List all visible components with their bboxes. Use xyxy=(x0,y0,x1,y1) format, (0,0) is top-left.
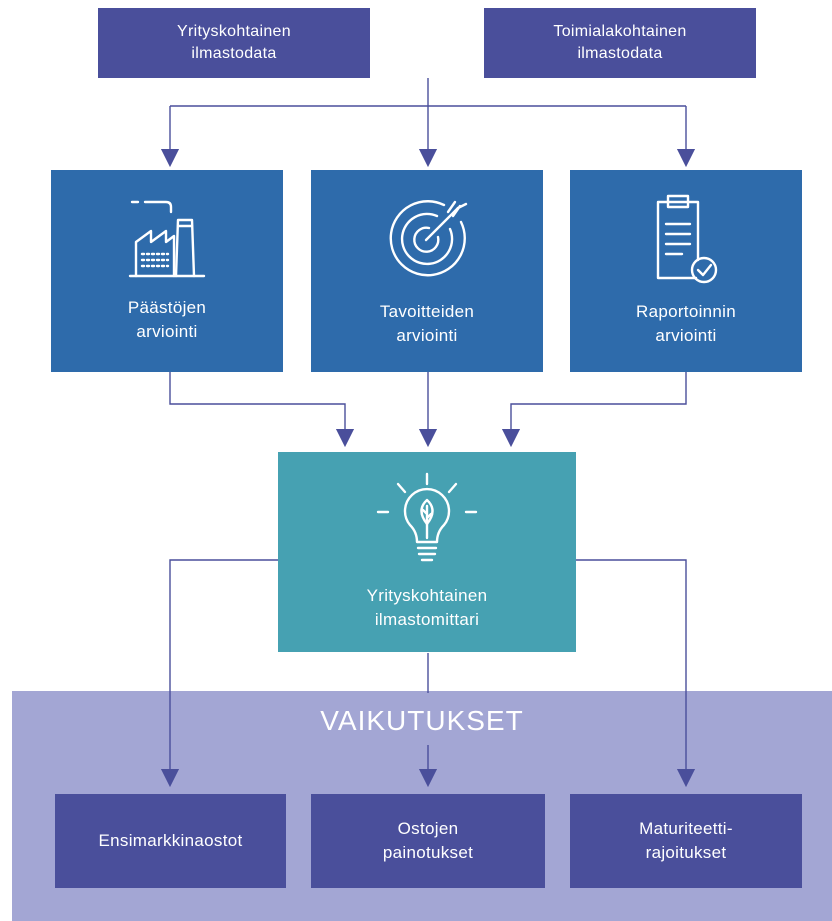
impact-label: Maturiteetti- rajoitukset xyxy=(639,819,733,862)
source-box-industry-data: Toimialakohtainen ilmastodata xyxy=(484,8,756,78)
impact-label: Ensimarkkinaostot xyxy=(98,831,243,850)
impact-label: Ostojen painotukset xyxy=(382,819,474,862)
source-box-company-data: Yrityskohtainen ilmastodata xyxy=(98,8,370,78)
clipboard-check-icon xyxy=(656,194,718,284)
arrow-meter-to-impact-1 xyxy=(160,559,278,788)
impact-box-maturity-limits: Maturiteetti- rajoitukset xyxy=(570,794,802,888)
assessment-label: Päästöjen arviointi xyxy=(127,298,207,341)
arrow-assessment-1-to-meter xyxy=(169,372,355,448)
assessment-box-reporting: Raportoinnin arviointi xyxy=(570,170,802,372)
impact-box-purchase-weights: Ostojen painotukset xyxy=(311,794,545,888)
assessment-box-emissions: Päästöjen arviointi xyxy=(51,170,283,372)
assessment-box-targets: Tavoitteiden arviointi xyxy=(311,170,543,372)
assessment-label: Tavoitteiden arviointi xyxy=(379,302,475,345)
lightbulb-leaf-icon xyxy=(376,472,478,562)
assessment-label: Raportoinnin arviointi xyxy=(636,302,736,345)
climate-meter-box: Yrityskohtainen ilmastomittari xyxy=(278,452,576,652)
arrow-meter-to-impact-3 xyxy=(576,559,696,788)
arrow-assessment-3-to-meter xyxy=(501,372,687,448)
target-icon xyxy=(389,200,468,277)
climate-meter-label: Yrityskohtainen ilmastomittari xyxy=(366,586,488,629)
impacts-title: VAIKUTUKSET xyxy=(320,705,524,736)
factory-icon xyxy=(128,200,206,278)
source-label: Yrityskohtainen ilmastodata xyxy=(177,23,291,62)
source-label: Toimialakohtainen ilmastodata xyxy=(553,23,687,62)
impact-box-primary-market: Ensimarkkinaostot xyxy=(55,794,286,888)
